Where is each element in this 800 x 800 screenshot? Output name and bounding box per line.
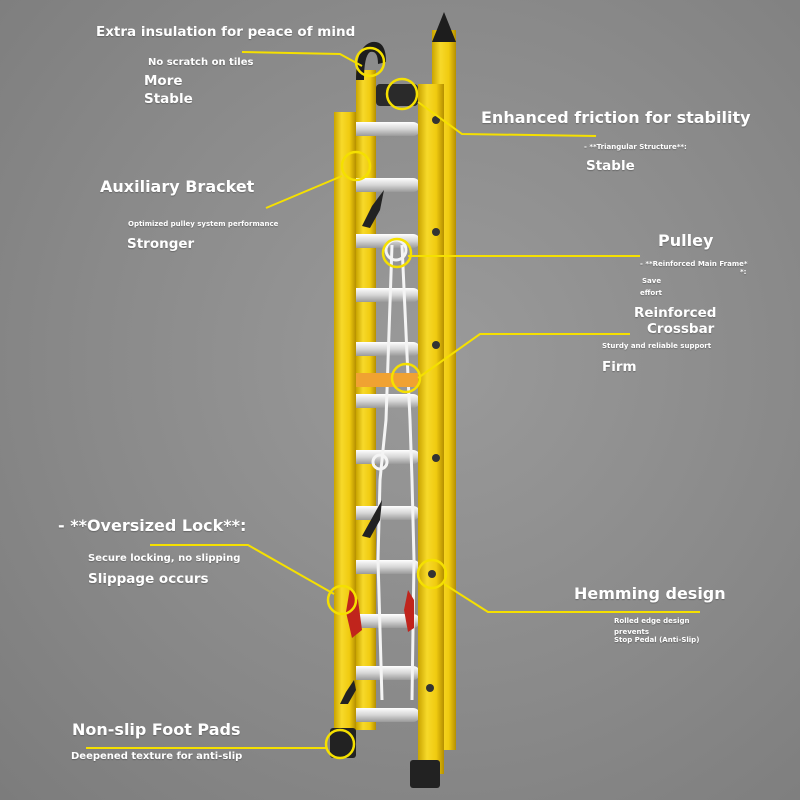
callout-pulley-sub-a: - **Reinforced Main Frame* xyxy=(640,260,748,268)
callout-leaders xyxy=(86,51,700,749)
rail-hole xyxy=(428,570,436,578)
base-left-rail xyxy=(334,112,356,740)
callout-insulation-line2: Stable xyxy=(144,91,193,107)
red-lock xyxy=(346,588,362,638)
callout-bracket-sub: Optimized pulley system performance xyxy=(128,220,279,228)
callout-hemming-title: Hemming design xyxy=(574,584,726,603)
fly-right-top-cap xyxy=(432,12,456,42)
rail-hole xyxy=(432,341,440,349)
callout-friction-line: Stable xyxy=(586,158,635,174)
callout-foot-line: Deepened texture for anti-slip xyxy=(71,751,243,762)
hardware xyxy=(330,190,440,788)
callout-bracket-line: Stronger xyxy=(127,236,195,252)
callout-pulley-line2: effort xyxy=(640,289,663,297)
callout-bracket-title: Auxiliary Bracket xyxy=(100,177,255,196)
auxiliary-bracket xyxy=(362,190,384,228)
callout-crossbar-line: Firm xyxy=(602,359,637,375)
callout-hemming-sub1: Rolled edge design xyxy=(614,617,690,625)
red-lock-2 xyxy=(404,590,414,632)
callout-crossbar-title1: Reinforced xyxy=(634,305,717,321)
callout-foot-title: Non-slip Foot Pads xyxy=(72,720,241,739)
callout-lock-line: Slippage occurs xyxy=(88,571,209,587)
highlight-markers xyxy=(324,46,448,760)
callout-lock-title: - **Oversized Lock**: xyxy=(58,516,247,535)
callout-pulley-line1: Save xyxy=(642,277,662,285)
ladder-rungs xyxy=(348,122,420,722)
rail-hole xyxy=(426,684,434,692)
foot-pad-right xyxy=(410,760,440,788)
callout-pulley-sub-b: *: xyxy=(740,268,747,276)
base-section xyxy=(334,84,444,774)
callout-insulation-sub: No scratch on tiles xyxy=(148,57,254,68)
lower-bracket xyxy=(362,500,382,538)
callout-insulation-title: Extra insulation for peace of mind xyxy=(96,24,356,40)
callout-friction-title: Enhanced friction for stability xyxy=(481,108,751,127)
rail-hole xyxy=(432,116,440,124)
callout-insulation-line1: More xyxy=(144,73,183,89)
base-right-rail xyxy=(418,84,444,774)
top-pulley-bracket xyxy=(376,84,418,106)
callout-lock-sub: Secure locking, no slipping xyxy=(88,553,241,564)
callout-hemming-line: Stop Pedal (Anti-Slip) xyxy=(614,636,700,644)
callout-crossbar-title2: Crossbar xyxy=(647,321,715,337)
foot-pad-left xyxy=(330,728,356,758)
bottom-bracket xyxy=(340,680,356,704)
callout-pulley-title: Pulley xyxy=(658,231,714,250)
orange-strap xyxy=(344,373,420,387)
callout-hemming-sub2: prevents xyxy=(614,628,650,636)
callout-crossbar-sub: Sturdy and reliable support xyxy=(602,342,712,350)
callout-friction-sub: - **Triangular Structure**: xyxy=(584,143,687,151)
rail-hole xyxy=(432,228,440,236)
rail-hole xyxy=(432,454,440,462)
